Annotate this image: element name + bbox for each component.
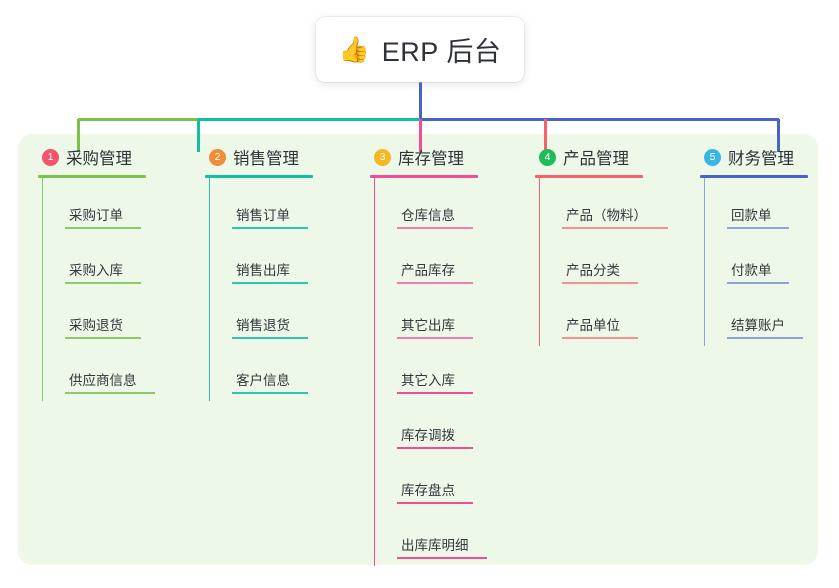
- leaf-underline: [727, 282, 789, 284]
- leaf-label: 销售出库: [236, 262, 290, 278]
- branch-header-4[interactable]: 4 产品管理: [535, 144, 705, 170]
- leaf-item[interactable]: 销售订单: [210, 178, 355, 233]
- leaf-underline: [65, 282, 141, 284]
- leaf-label: 采购退货: [69, 317, 123, 333]
- leaf-label: 付款单: [731, 262, 772, 278]
- leaf-label: 出库库明细: [401, 537, 469, 553]
- leaf-item[interactable]: 采购入库: [43, 233, 188, 288]
- leaf-underline: [397, 337, 473, 339]
- branch-badge-5: 5: [704, 148, 721, 166]
- branch-header-2[interactable]: 2 销售管理: [205, 144, 355, 170]
- leaf-underline: [727, 227, 789, 229]
- diagram-panel: [18, 134, 818, 565]
- branch-underline-2: [205, 175, 313, 178]
- leaf-item[interactable]: 客户信息: [210, 343, 355, 398]
- branch-column-5: 5 财务管理 回款单 付款单 结算账户: [700, 144, 830, 346]
- branch-underline-3: [370, 175, 478, 178]
- leaf-underline: [65, 392, 155, 394]
- leaf-underline: [562, 227, 668, 229]
- leaf-label: 仓库信息: [401, 207, 455, 223]
- branch-title-1: 采购管理: [66, 150, 132, 168]
- leaf-label: 产品（物料）: [566, 207, 647, 223]
- leaf-item[interactable]: 产品（物料）: [540, 178, 705, 233]
- root-node-title: ERP 后台: [381, 37, 502, 67]
- branch-header-3[interactable]: 3 库存管理: [370, 144, 530, 170]
- leaf-item[interactable]: 回款单: [705, 178, 830, 233]
- leaf-label: 销售退货: [236, 317, 290, 333]
- leaf-underline: [232, 392, 308, 394]
- leaf-underline: [232, 227, 308, 229]
- leaf-label: 库存盘点: [401, 482, 455, 498]
- leaf-label: 产品单位: [566, 317, 620, 333]
- leaf-label: 采购入库: [69, 262, 123, 278]
- thumbs-up-icon: 👍: [338, 35, 370, 64]
- branch-underline-5: [700, 175, 808, 178]
- branch-column-2: 2 销售管理 销售订单 销售出库 销售退货 客户信息: [205, 144, 355, 401]
- leaf-item[interactable]: 结算账户: [705, 288, 830, 343]
- leaf-label: 客户信息: [236, 372, 290, 388]
- leaf-item[interactable]: 产品库存: [375, 233, 530, 288]
- branch-items-2: 销售订单 销售出库 销售退货 客户信息: [209, 177, 355, 401]
- leaf-underline: [232, 282, 308, 284]
- branch-items-5: 回款单 付款单 结算账户: [704, 177, 830, 346]
- root-node-card[interactable]: 👍 ERP 后台: [316, 17, 524, 82]
- leaf-underline: [397, 557, 487, 559]
- leaf-underline: [727, 337, 803, 339]
- leaf-label: 回款单: [731, 207, 772, 223]
- branch-title-3: 库存管理: [398, 150, 464, 168]
- branch-underline-4: [535, 175, 643, 178]
- branch-title-5: 财务管理: [728, 150, 794, 168]
- leaf-underline: [232, 337, 308, 339]
- branch-header-1[interactable]: 1 采购管理: [38, 144, 188, 170]
- branch-badge-2: 2: [209, 148, 226, 166]
- leaf-item[interactable]: 其它入库: [375, 343, 530, 398]
- branch-column-3: 3 库存管理 仓库信息 产品库存 其它出库 其它入库 库存调拨: [370, 144, 530, 566]
- leaf-item[interactable]: 仓库信息: [375, 178, 530, 233]
- branch-items-1: 采购订单 采购入库 采购退货 供应商信息: [42, 177, 188, 401]
- branch-badge-1: 1: [42, 148, 59, 166]
- leaf-label: 库存调拨: [401, 427, 455, 443]
- leaf-underline: [397, 447, 473, 449]
- leaf-underline: [562, 337, 638, 339]
- branch-title-2: 销售管理: [233, 150, 299, 168]
- leaf-label: 供应商信息: [69, 372, 137, 388]
- leaf-item[interactable]: 销售出库: [210, 233, 355, 288]
- leaf-label: 采购订单: [69, 207, 123, 223]
- leaf-item[interactable]: 销售退货: [210, 288, 355, 343]
- branch-column-1: 1 采购管理 采购订单 采购入库 采购退货 供应商信息: [38, 144, 188, 401]
- leaf-underline: [397, 227, 473, 229]
- leaf-item[interactable]: 采购订单: [43, 178, 188, 233]
- leaf-underline: [397, 502, 473, 504]
- leaf-label: 产品分类: [566, 262, 620, 278]
- branch-badge-3: 3: [374, 148, 391, 166]
- leaf-label: 其它出库: [401, 317, 455, 333]
- branch-items-4: 产品（物料） 产品分类 产品单位: [539, 177, 705, 346]
- leaf-item[interactable]: 采购退货: [43, 288, 188, 343]
- branch-title-4: 产品管理: [563, 150, 629, 168]
- leaf-item[interactable]: 其它出库: [375, 288, 530, 343]
- leaf-underline: [562, 282, 638, 284]
- leaf-item[interactable]: 产品分类: [540, 233, 705, 288]
- branch-underline-1: [38, 175, 146, 178]
- leaf-item[interactable]: 出库库明细: [375, 508, 530, 563]
- branch-header-5[interactable]: 5 财务管理: [700, 144, 830, 170]
- branch-items-3: 仓库信息 产品库存 其它出库 其它入库 库存调拨 库存盘点: [374, 177, 530, 566]
- leaf-underline: [65, 227, 141, 229]
- leaf-label: 销售订单: [236, 207, 290, 223]
- leaf-item[interactable]: 付款单: [705, 233, 830, 288]
- root-node-content: 👍 ERP 后台: [339, 30, 502, 69]
- leaf-label: 产品库存: [401, 262, 455, 278]
- leaf-item[interactable]: 库存调拨: [375, 398, 530, 453]
- branch-column-4: 4 产品管理 产品（物料） 产品分类 产品单位: [535, 144, 705, 346]
- leaf-item[interactable]: 供应商信息: [43, 343, 188, 398]
- leaf-item[interactable]: 产品单位: [540, 288, 705, 343]
- leaf-underline: [397, 282, 473, 284]
- leaf-label: 其它入库: [401, 372, 455, 388]
- leaf-item[interactable]: 库存盘点: [375, 453, 530, 508]
- branch-badge-4: 4: [539, 148, 556, 166]
- leaf-underline: [65, 337, 141, 339]
- leaf-label: 结算账户: [731, 317, 785, 333]
- leaf-underline: [397, 392, 473, 394]
